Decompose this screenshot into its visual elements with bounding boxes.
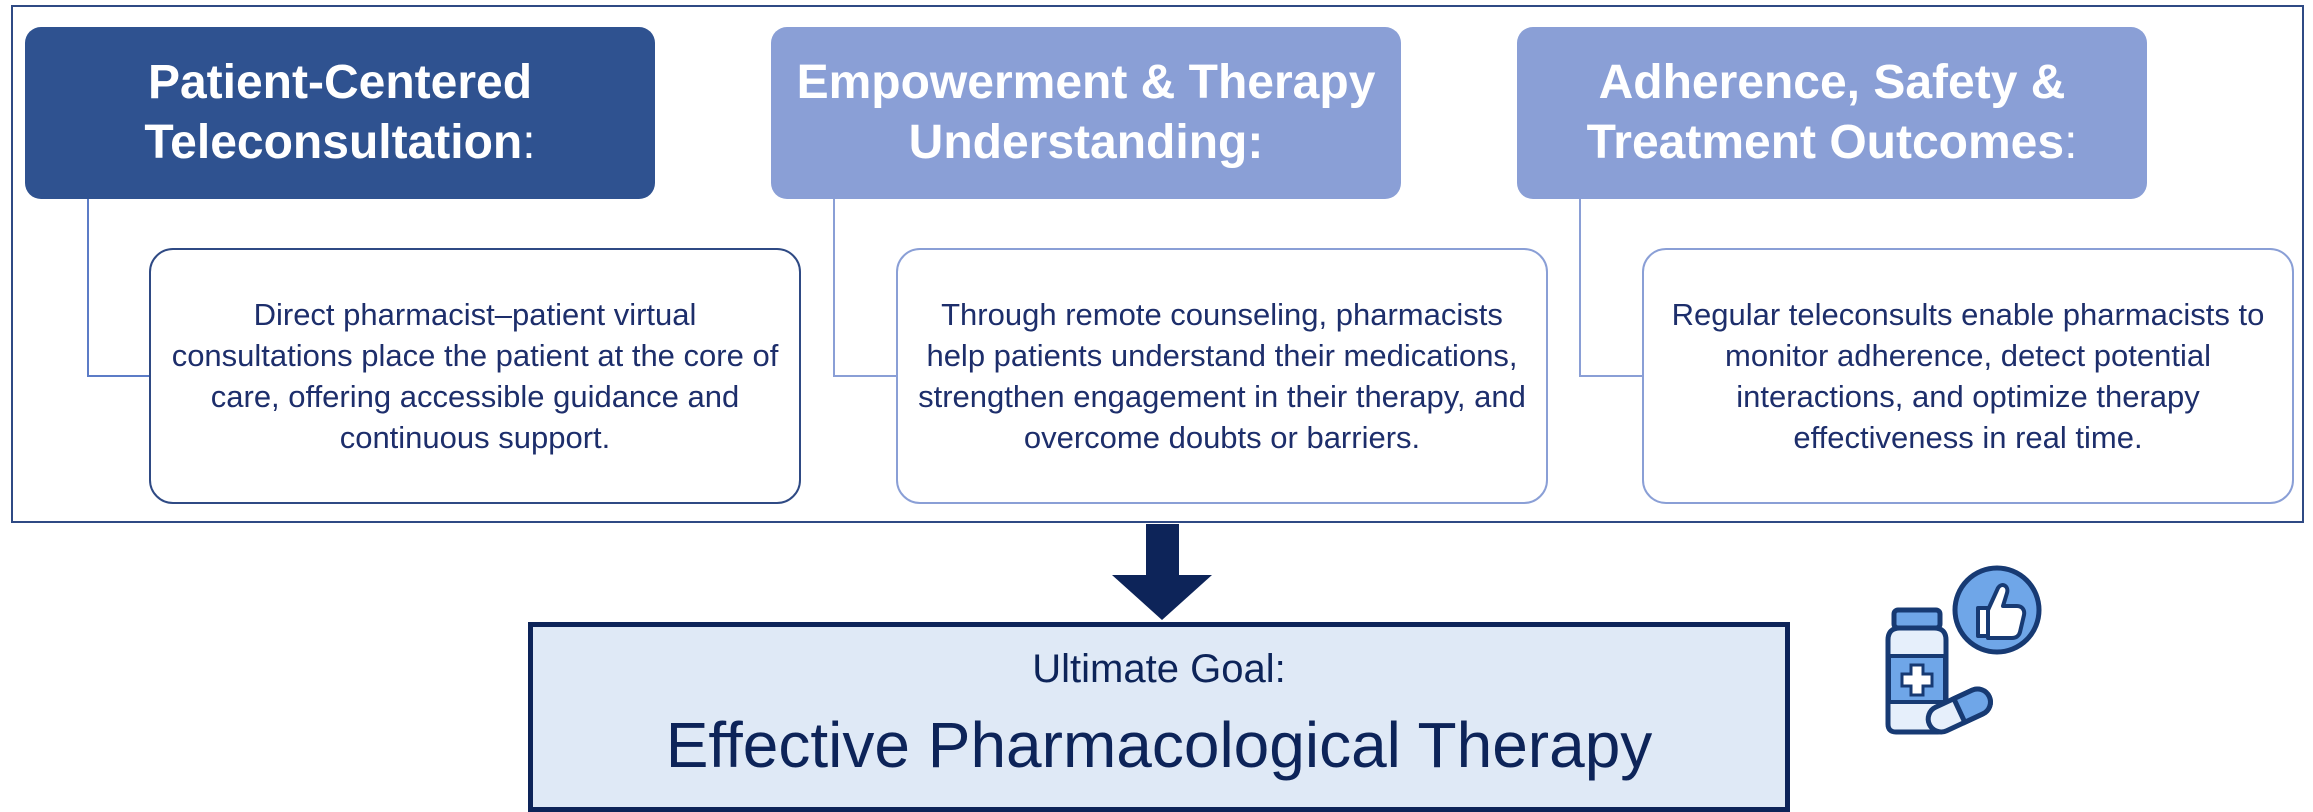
pillar-header-empowerment: Empowerment & Therapy Understanding: (771, 27, 1401, 199)
pillar-description-adherence: Regular teleconsults enable pharmacists … (1642, 248, 2294, 504)
medicine-bottle-icon (1885, 565, 2042, 735)
pillar-description-text: Direct pharmacist–patient virtual consul… (171, 297, 779, 455)
pillar-title: Empowerment & Therapy Understanding: (796, 56, 1376, 169)
pillar-header-patient-centered: Patient-Centered Teleconsultation: (25, 27, 655, 199)
pillar-description-patient-centered: Direct pharmacist–patient virtual consul… (149, 248, 801, 504)
pillar-title: Patient-Centered Teleconsultation (144, 56, 533, 169)
pillar-description-empowerment: Through remote counseling, pharmacists h… (896, 248, 1548, 504)
pillar-description-text: Through remote counseling, pharmacists h… (918, 297, 1526, 455)
thumbs-up-icon (1952, 565, 2042, 655)
goal-label: Ultimate Goal: (1032, 647, 1286, 691)
connector-1 (87, 199, 151, 377)
connector-3 (1579, 199, 1645, 377)
pillar-title-suffix: : (2064, 116, 2078, 169)
pillars-frame (11, 5, 2304, 523)
pillar-title: Adherence, Safety & Treatment Outcomes (1586, 56, 2066, 169)
pillar-header-adherence: Adherence, Safety & Treatment Outcomes: (1517, 27, 2147, 199)
connector-2 (833, 199, 899, 377)
pillar-description-text: Regular teleconsults enable pharmacists … (1671, 297, 2265, 455)
pillar-title-suffix: : (522, 116, 536, 169)
ultimate-goal-box: Ultimate Goal: Effective Pharmacological… (528, 622, 1790, 812)
goal-title: Effective Pharmacological Therapy (665, 709, 1653, 781)
